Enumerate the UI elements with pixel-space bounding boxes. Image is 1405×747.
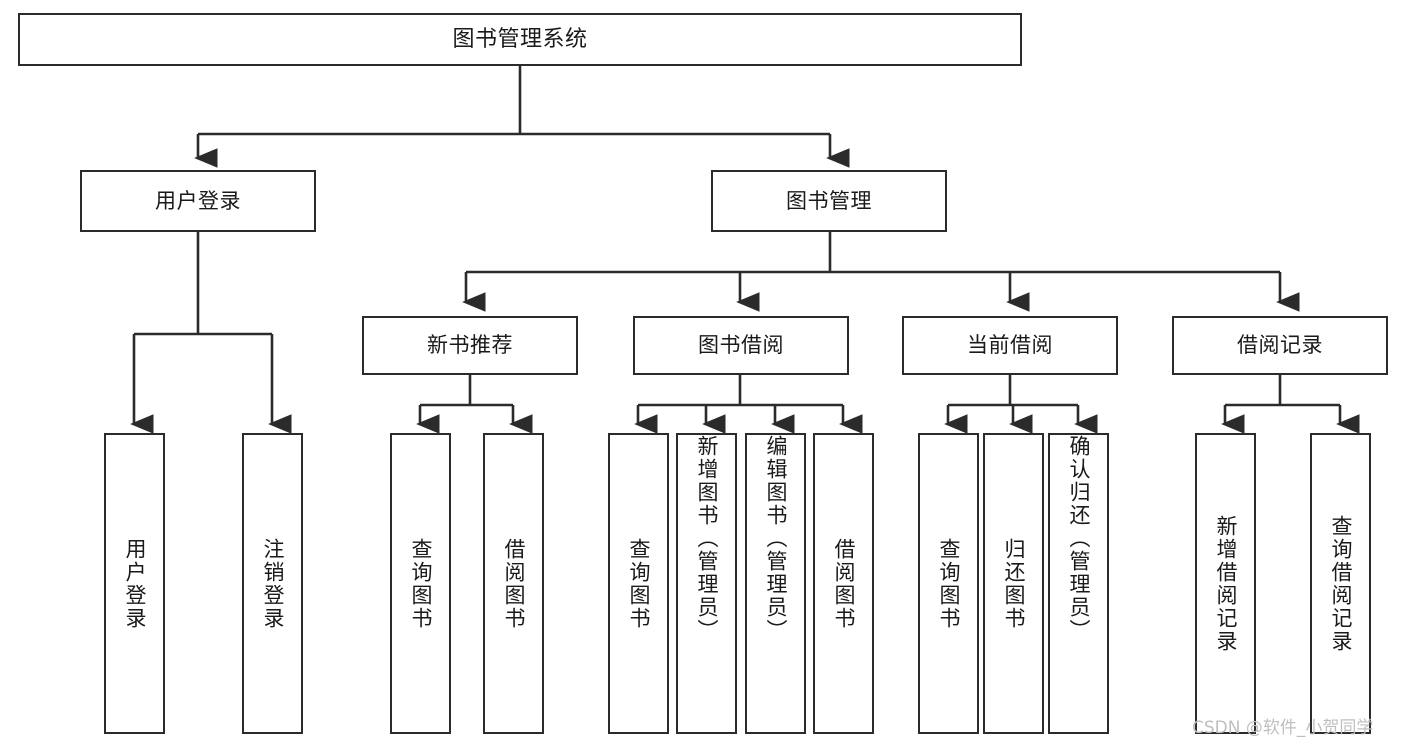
node-label: 新增借阅记录 [1214,514,1238,653]
leaf-query-borrow-record[interactable]: 查询借阅记录 [1310,433,1371,734]
leaf-edit-book-admin[interactable]: 编辑图书（管理员） [745,433,806,734]
leaf-return-book[interactable]: 归还图书 [983,433,1044,734]
leaf-logout-login[interactable]: 注销登录 [242,433,303,734]
node-label: 当前借阅 [967,333,1053,358]
node-book-manage[interactable]: 图书管理 [711,170,947,232]
node-label: 借阅图书 [832,537,856,630]
leaf-confirm-return-admin[interactable]: 确认归还（管理员） [1048,433,1109,734]
node-user-login[interactable]: 用户登录 [80,170,316,232]
node-current-borrow[interactable]: 当前借阅 [902,316,1118,375]
node-borrow-record[interactable]: 借阅记录 [1172,316,1388,375]
node-label: 注销登录 [261,537,285,630]
node-book-borrow[interactable]: 图书借阅 [633,316,849,375]
leaf-add-borrow-record[interactable]: 新增借阅记录 [1195,433,1256,734]
node-label: 用户登录 [155,188,241,213]
node-label: 图书管理系统 [452,26,588,52]
leaf-add-book-admin[interactable]: 新增图书（管理员） [676,433,737,734]
node-new-book-rec[interactable]: 新书推荐 [362,316,578,375]
node-label: 图书借阅 [698,333,784,358]
node-label: 编辑图书（管理员） [764,435,788,642]
leaf-user-login[interactable]: 用户登录 [104,433,165,734]
leaf-borrow-book[interactable]: 借阅图书 [813,433,874,734]
leaf-query-book-rec[interactable]: 查询图书 [390,433,451,734]
node-label: 查询借阅记录 [1329,514,1353,653]
leaf-query-book-borrow[interactable]: 查询图书 [608,433,669,734]
node-label: 确认归还（管理员） [1067,435,1091,642]
leaf-borrow-book-rec[interactable]: 借阅图书 [483,433,544,734]
node-label: 新书推荐 [427,333,513,358]
node-label: 查询图书 [627,537,651,630]
node-label: 借阅记录 [1237,333,1323,358]
node-label: 图书管理 [786,188,872,213]
leaf-query-book-current[interactable]: 查询图书 [918,433,979,734]
node-label: 归还图书 [1002,537,1026,630]
node-label: 查询图书 [409,537,433,630]
node-root-system[interactable]: 图书管理系统 [18,13,1022,66]
node-label: 查询图书 [937,537,961,630]
node-label: 新增图书（管理员） [695,435,719,642]
node-label: 借阅图书 [502,537,526,630]
watermark-text: CSDN @软件_小贺同学 [1192,718,1374,738]
node-label: 用户登录 [123,537,147,630]
